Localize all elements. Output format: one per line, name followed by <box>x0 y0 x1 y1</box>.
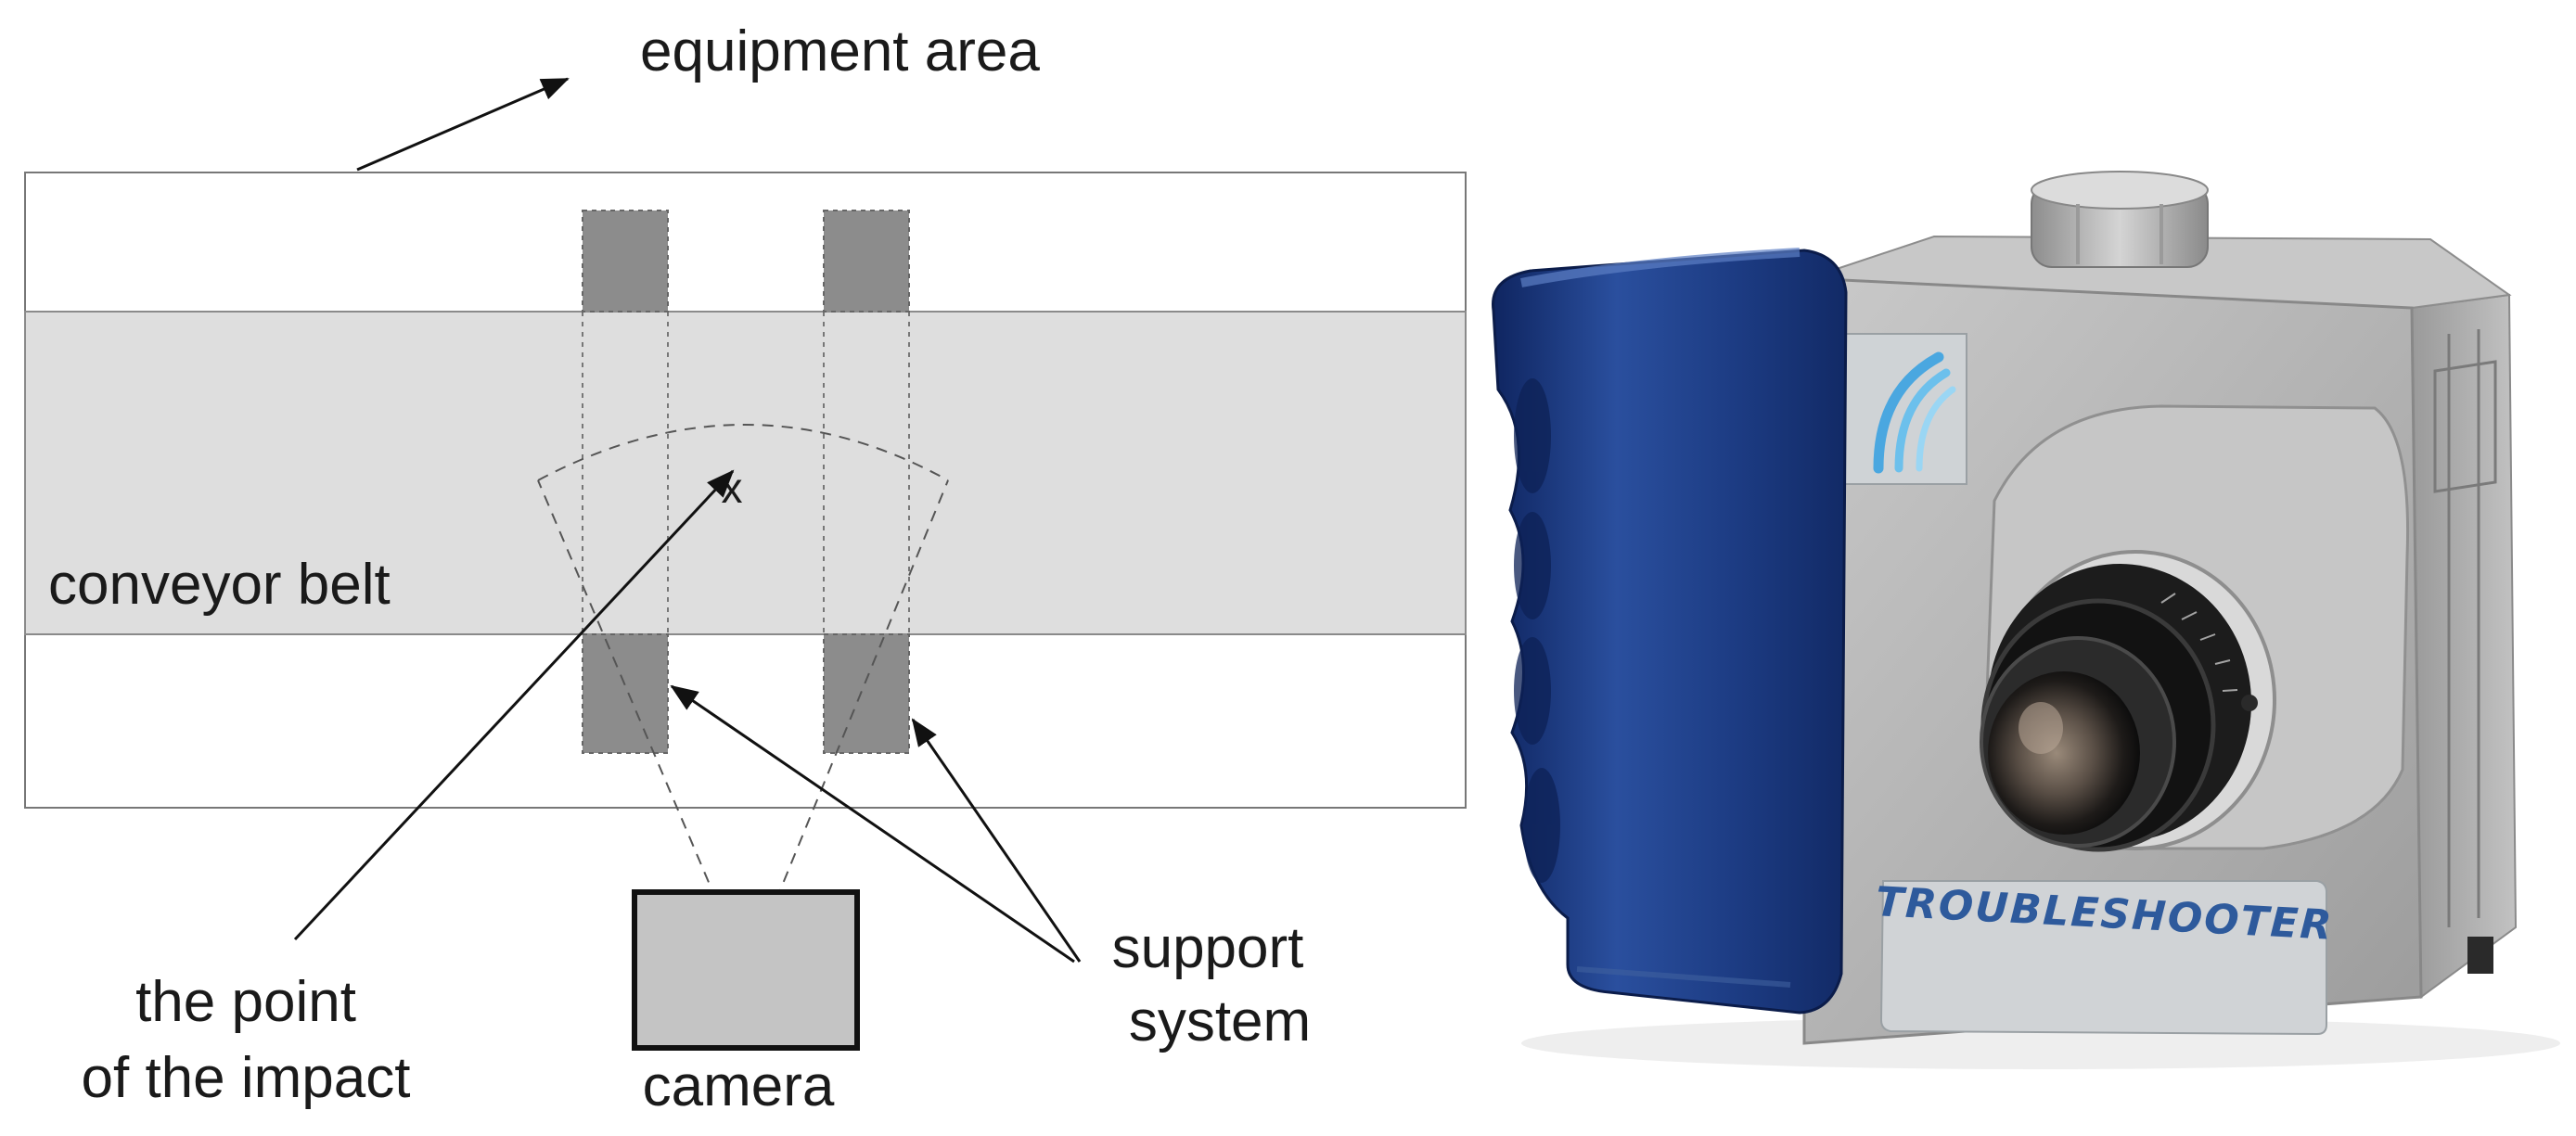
camera-photo: TROUBLESHOOTER <box>1492 171 2560 1069</box>
logo-sticker <box>1834 333 1967 485</box>
label-impact-line1: the point <box>135 970 356 1034</box>
label-conveyor-belt: conveyor belt <box>48 553 391 617</box>
conveyor-diagram: x equipment area conveyor belt the point… <box>24 19 1467 1118</box>
support-block-bottom-left <box>582 633 669 754</box>
label-camera: camera <box>643 1054 835 1118</box>
equipment-area-arrow <box>356 77 570 172</box>
conveyor-belt-band <box>24 311 1467 635</box>
support-blocks <box>582 210 910 754</box>
support-arrow-left <box>670 684 1075 964</box>
support-block-top-left <box>582 210 669 313</box>
label-equipment-area: equipment area <box>640 19 1040 83</box>
side-vents <box>2433 329 2497 927</box>
support-block-bottom-right <box>823 633 910 754</box>
support-arrow-right <box>911 718 1082 963</box>
camera-box <box>632 889 860 1051</box>
camera-side-panel <box>2410 293 2518 999</box>
top-knob <box>2031 171 2209 268</box>
label-support-line1: support <box>1112 916 1304 980</box>
logo-swoosh-icon <box>1873 351 1944 474</box>
label-support-line2: system <box>1129 989 1311 1053</box>
impact-point-arrow <box>293 469 735 941</box>
lens <box>1980 564 2258 852</box>
side-port <box>2467 937 2493 974</box>
support-block-top-right <box>823 210 910 313</box>
diagram-arrows <box>293 77 1082 964</box>
label-impact-line2: of the impact <box>82 1046 411 1110</box>
lens-glass <box>1988 671 2140 835</box>
grip-body <box>1492 249 1848 1015</box>
support-projection-lines <box>582 312 910 634</box>
blue-grip <box>1492 248 1848 1015</box>
brand-label: TROUBLESHOOTER <box>1875 878 2335 1036</box>
